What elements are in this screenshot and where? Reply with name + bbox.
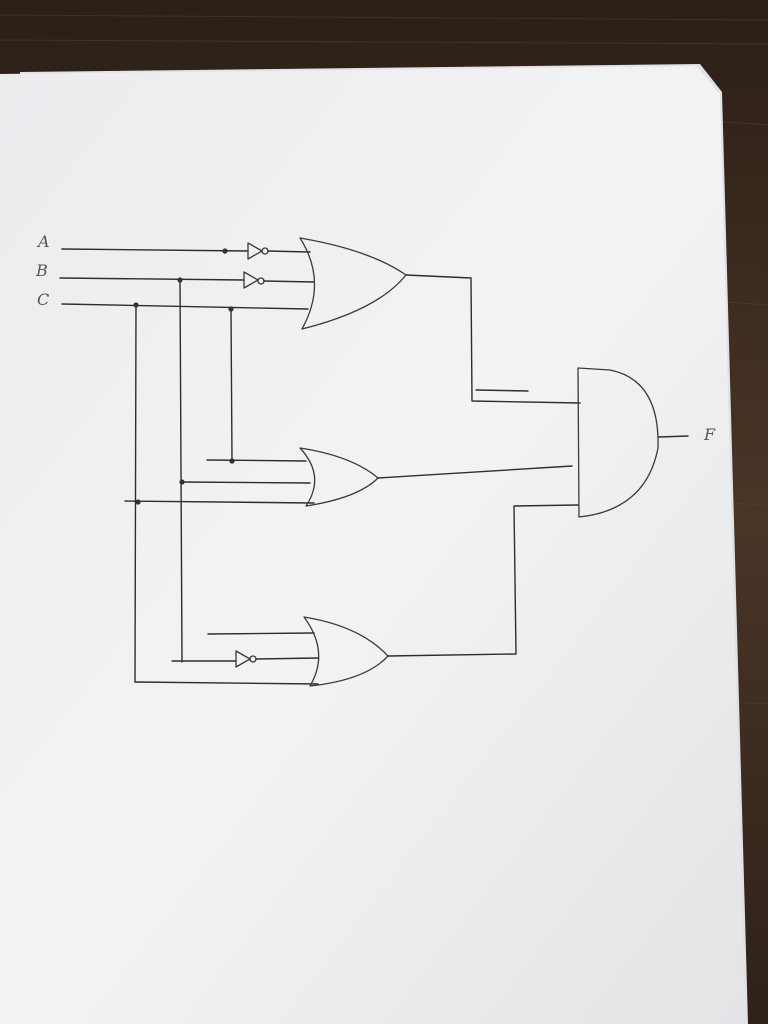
wire-tap-c-to-or2: [230, 308, 233, 462]
input-label-b: B: [35, 261, 48, 280]
wire-tap-c-vertical: [134, 304, 137, 683]
junction-b: [177, 277, 183, 283]
wire-or3-out: [387, 504, 579, 657]
junction-c1: [133, 302, 139, 308]
input-label-c: C: [37, 290, 49, 309]
not-gate-or3: [235, 650, 257, 668]
output-label-f: F: [703, 425, 716, 444]
wire-tap-b-vertical: [179, 279, 183, 663]
wire-not-b-out: [263, 280, 315, 283]
wire-or3-in-1: [207, 632, 315, 635]
wire-or1-out: [405, 274, 581, 404]
not-gate-a: [247, 242, 269, 260]
wire-or2-in-1: [206, 459, 307, 462]
wire-not-a-out: [267, 250, 311, 253]
or-gate-3: [303, 616, 389, 687]
and-gate-output: [577, 367, 659, 518]
paper-sheet: [0, 66, 745, 1024]
wire-input-b: [59, 277, 245, 281]
wire-or1-out-stub: [475, 389, 529, 392]
wire-or2-out: [377, 465, 573, 479]
wire-input-c: [61, 303, 309, 310]
not-gate-b: [243, 271, 265, 289]
input-label-a: A: [36, 232, 50, 251]
wire-not-or3-out: [255, 657, 319, 660]
or-gate-1: [299, 237, 407, 330]
wire-input-a: [61, 248, 249, 252]
wire-and-out: [658, 435, 689, 438]
junction-c2: [228, 306, 234, 312]
junction-or2-c2: [135, 499, 141, 505]
junction-or2-c: [229, 458, 235, 464]
or-gate-2: [299, 447, 379, 507]
wire-or2-in-3: [124, 500, 315, 504]
wire-or2-in-2: [181, 481, 311, 484]
junction-a: [222, 248, 228, 254]
wire-or3-in-3: [134, 681, 319, 685]
